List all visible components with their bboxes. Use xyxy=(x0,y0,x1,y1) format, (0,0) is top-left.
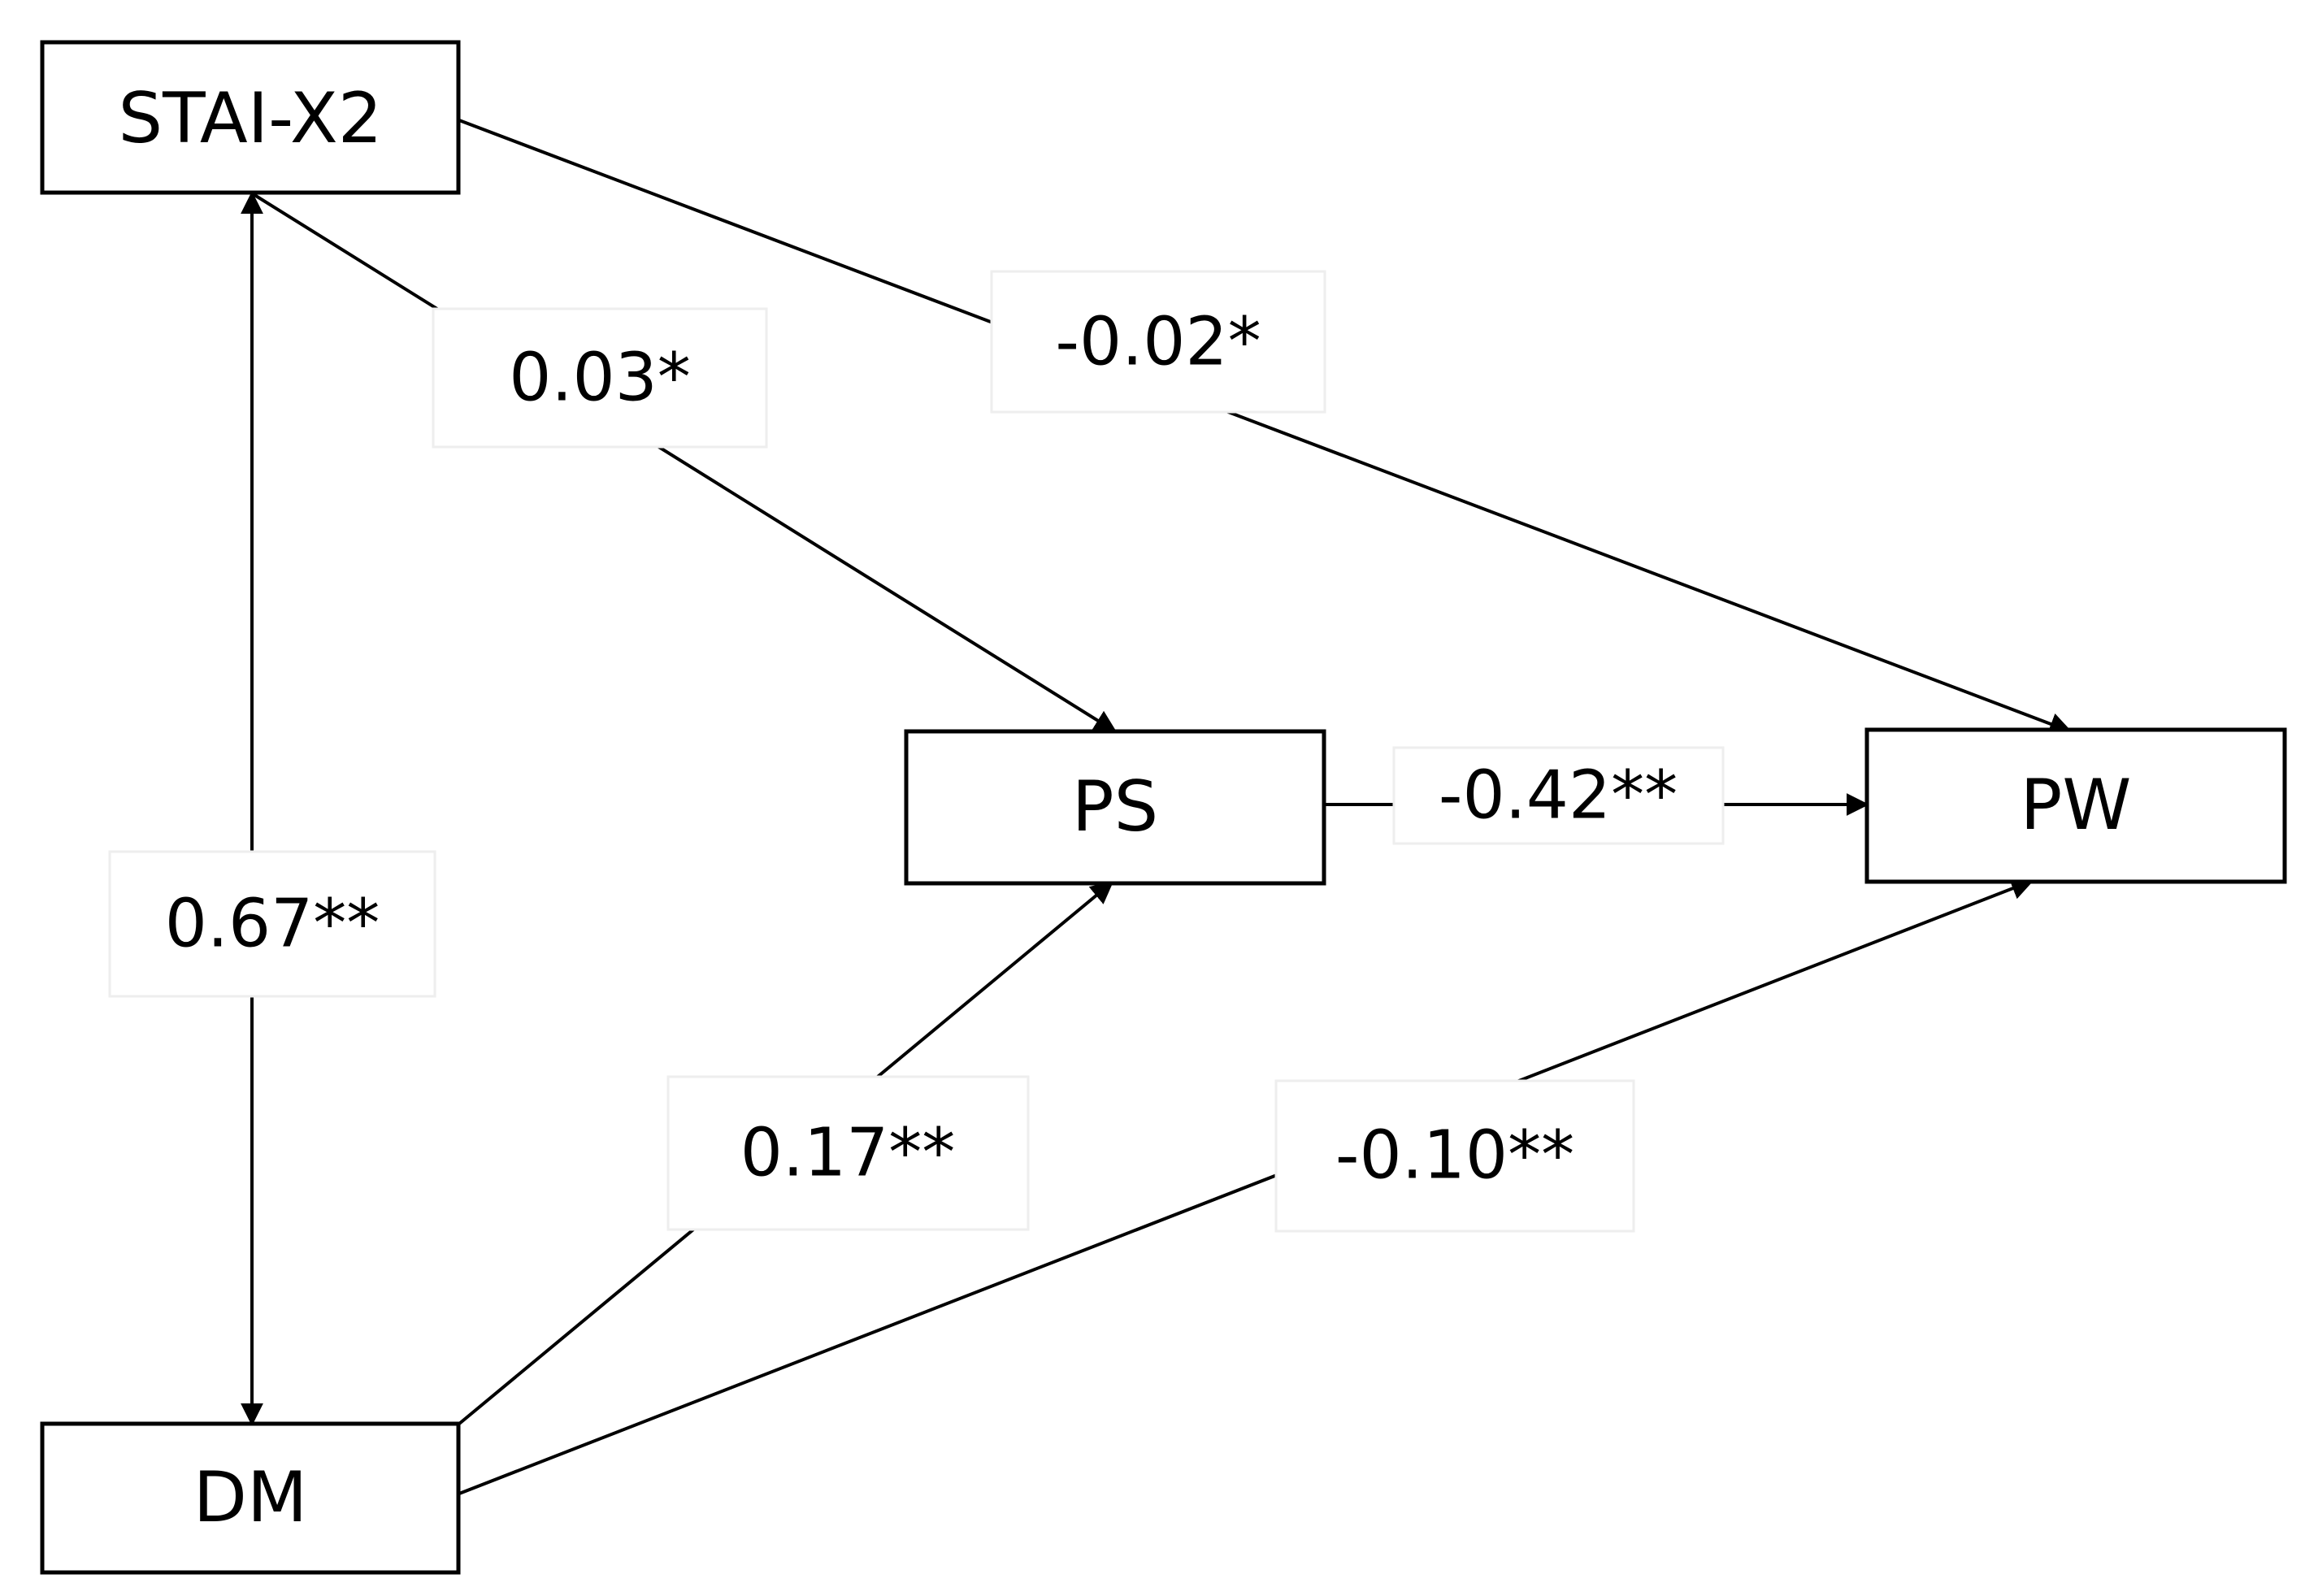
coef-stai-dm-label: 0.67** xyxy=(165,886,380,963)
coef-dm-pw-label: -0.10** xyxy=(1335,1117,1574,1195)
node-pw: PW xyxy=(1864,727,2287,884)
coef-ps-pw: -0.42** xyxy=(1392,746,1725,845)
coef-stai-ps: 0.03* xyxy=(432,307,768,449)
coef-ps-pw-label: -0.42** xyxy=(1439,757,1678,835)
node-stai-x2-label: STAI-X2 xyxy=(118,78,382,159)
coef-dm-ps-label: 0.17** xyxy=(740,1115,956,1192)
node-pw-label: PW xyxy=(2021,765,2132,846)
coef-stai-dm: 0.67** xyxy=(108,850,436,998)
node-stai-x2: STAI-X2 xyxy=(40,40,461,195)
coef-dm-pw: -0.10** xyxy=(1274,1079,1635,1233)
edge-stai-pw xyxy=(458,119,2073,735)
node-ps: PS xyxy=(904,729,1326,886)
coef-stai-pw-label: -0.02* xyxy=(1055,304,1261,381)
node-dm: DM xyxy=(40,1421,461,1575)
coef-stai-pw: -0.02* xyxy=(990,270,1326,414)
node-ps-label: PS xyxy=(1072,766,1158,848)
node-dm-label: DM xyxy=(193,1457,307,1538)
edge-dm-pw xyxy=(458,878,2034,1495)
coef-stai-ps-label: 0.03* xyxy=(509,340,691,417)
coef-dm-ps: 0.17** xyxy=(666,1075,1030,1231)
edge-stai-ps xyxy=(250,192,1118,733)
